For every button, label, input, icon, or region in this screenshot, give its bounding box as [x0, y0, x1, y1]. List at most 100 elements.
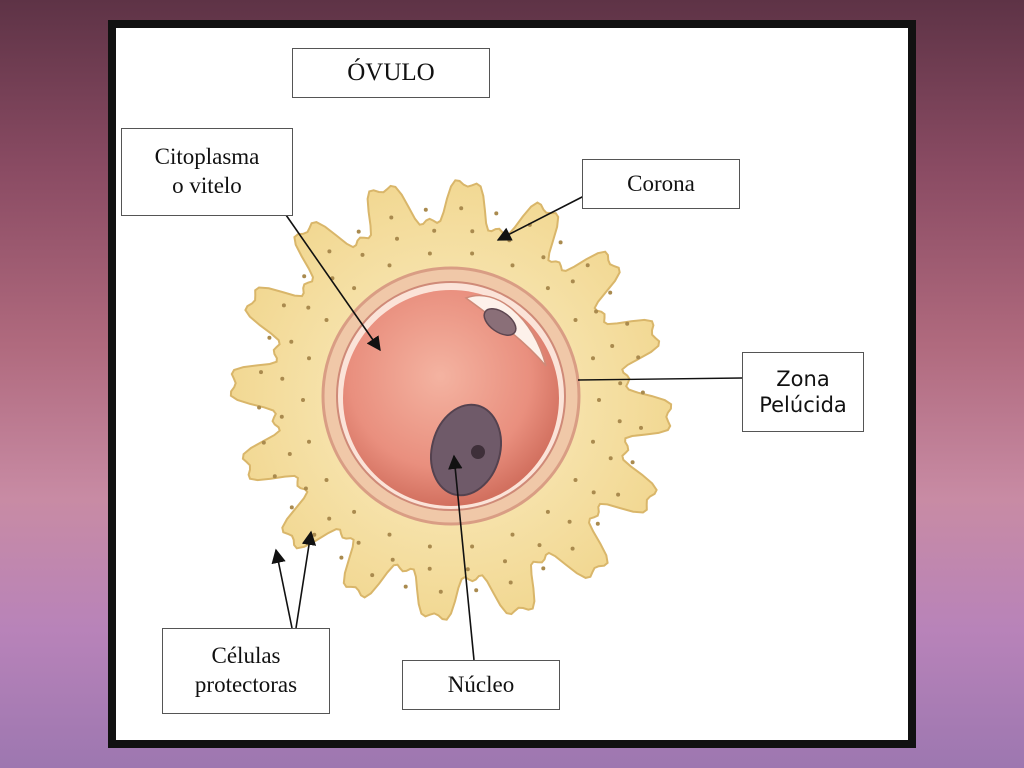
corona-cell-nucleus-dot	[303, 486, 308, 491]
corona-cell-nucleus-dot	[470, 544, 475, 549]
corona-cell-nucleus-dot	[267, 335, 272, 340]
celulas-arrow-right	[295, 530, 317, 629]
corona-cell-nucleus-dot	[510, 532, 515, 537]
corona-cell-nucleus-dot	[636, 355, 641, 360]
corona-cell-nucleus-dot	[470, 229, 475, 234]
corona-cell-nucleus-dot	[423, 207, 428, 212]
citoplasma-arrow	[285, 214, 381, 352]
ovum-diagram	[229, 179, 743, 661]
label-nucleo: Núcleo	[402, 660, 560, 710]
corona-cell-nucleus-dot	[639, 425, 643, 430]
corona-cell-nucleus-dot	[427, 566, 432, 571]
label-zona-line1: Zona	[776, 366, 830, 391]
corona-cell-nucleus-dot	[261, 440, 266, 445]
corona-cell-nucleus-dot	[508, 580, 513, 585]
corona-cell-nucleus-dot	[427, 251, 432, 256]
corona-cell-nucleus-dot	[279, 414, 284, 419]
corona-cell-nucleus-dot	[585, 263, 590, 268]
corona-cell-nucleus-dot	[608, 456, 613, 461]
corona-cell-nucleus-dot	[281, 303, 286, 308]
corona-cell-nucleus-dot	[302, 274, 307, 279]
corona-cell-nucleus-dot	[625, 321, 630, 326]
nucleolus	[471, 445, 485, 459]
corona-cell-nucleus-dot	[395, 236, 399, 241]
label-corona-text: Corona	[627, 170, 695, 196]
corona-cell-nucleus-dot	[360, 252, 365, 257]
label-citoplasma: Citoplasma o vitelo	[121, 128, 293, 216]
title-box: ÓVULO	[292, 48, 490, 98]
corona-arrow	[496, 194, 587, 241]
celulas-arrow-left	[271, 548, 293, 629]
pointer-lines	[271, 194, 743, 661]
corona-cell-nucleus-dot	[352, 509, 357, 514]
corona-cell-nucleus-dot	[537, 543, 542, 548]
corona-cell-nucleus-dot	[616, 492, 621, 497]
corona-cell-nucleus-dot	[327, 516, 332, 521]
corona-cell-nucleus-dot	[570, 279, 575, 284]
corona-cell-nucleus-dot	[324, 318, 329, 322]
corona-cell-nucleus-dot	[573, 318, 578, 322]
corona-cell-nucleus-dot	[390, 557, 395, 562]
label-nucleo-text: Núcleo	[447, 671, 515, 697]
corona-cell-nucleus-dot	[594, 309, 599, 314]
corona-cell-nucleus-dot	[259, 370, 263, 375]
corona-cell-nucleus-dot	[438, 589, 443, 594]
corona-cell-nucleus-dot	[541, 566, 546, 571]
corona-cell-nucleus-dot	[356, 229, 361, 234]
corona-cell-nucleus-dot	[459, 206, 464, 211]
corona-cell-nucleus-dot	[287, 452, 292, 456]
corona-cell-nucleus-dot	[510, 263, 515, 268]
label-citoplasma-line1: Citoplasma	[154, 144, 260, 170]
corona-cell-nucleus-dot	[545, 286, 550, 291]
corona-cell-nucleus-dot	[570, 546, 575, 551]
nucleo-arrow	[448, 454, 475, 661]
corona-cell-nucleus-dot	[307, 356, 311, 361]
corona-cell-nucleus-dot	[307, 439, 311, 444]
cytoplasm	[343, 290, 559, 506]
corona-cell-nucleus-dot	[630, 460, 635, 465]
corona-cell-nucleus-dot	[558, 240, 563, 245]
label-celulas-line1: Células	[211, 643, 281, 669]
label-zona-pelucida: Zona Pelúcida	[742, 352, 864, 432]
label-zona-line2: Pelúcida	[759, 393, 847, 417]
corona-cell-nucleus-dot	[356, 540, 361, 545]
corona-cell-nucleus-dot	[567, 519, 572, 524]
corona-cell-nucleus-dot	[465, 567, 470, 572]
corona-cell-nucleus-dot	[595, 521, 600, 526]
corona-cell-nucleus-dot	[301, 398, 305, 402]
corona-cell-nucleus-dot	[494, 211, 499, 216]
label-citoplasma-line2: o vitelo	[172, 173, 242, 198]
corona-cell-nucleus-dot	[597, 398, 601, 402]
corona-cell-nucleus-dot	[541, 255, 546, 260]
corona-cell-nucleus-dot	[389, 215, 394, 220]
corona-cell-nucleus-dot	[280, 376, 285, 381]
corona-cell-nucleus-dot	[610, 344, 615, 348]
slide-canvas: ÓVULO Citoplasma o vitelo Corona Zona Pe…	[116, 28, 908, 740]
corona-cell-nucleus-dot	[591, 356, 595, 361]
corona-cell-nucleus-dot	[324, 478, 329, 482]
corona-cell-nucleus-dot	[339, 555, 344, 560]
corona-cell-nucleus-dot	[306, 305, 311, 310]
nucleus	[430, 403, 502, 497]
corona-cell-nucleus-dot	[573, 478, 578, 482]
corona-cell-nucleus-dot	[432, 228, 437, 233]
corona-cell-nucleus-dot	[591, 490, 596, 495]
zona-pelucida-line	[577, 377, 743, 381]
corona-cell-nucleus-dot	[608, 290, 613, 295]
diagram-title: ÓVULO	[347, 59, 435, 87]
corona-cell-nucleus-dot	[387, 532, 392, 537]
corona-cell-nucleus-dot	[312, 532, 317, 537]
corona-cell-nucleus-dot	[617, 419, 622, 424]
label-corona: Corona	[582, 159, 740, 209]
corona-cell-nucleus-dot	[545, 509, 550, 514]
corona-cell-nucleus-dot	[474, 588, 479, 593]
label-celulas-protectoras: Células protectoras	[162, 628, 330, 714]
polar-body	[483, 308, 517, 336]
corona-cell-nucleus-dot	[403, 584, 408, 589]
corona-cell-nucleus-dot	[470, 251, 475, 256]
corona-cell-nucleus-dot	[618, 381, 623, 386]
corona-cell-nucleus-dot	[289, 505, 294, 510]
corona-cell-nucleus-dot	[640, 390, 645, 395]
corona-cell-nucleus-dot	[427, 544, 432, 549]
corona-cell-nucleus-dot	[272, 474, 277, 479]
